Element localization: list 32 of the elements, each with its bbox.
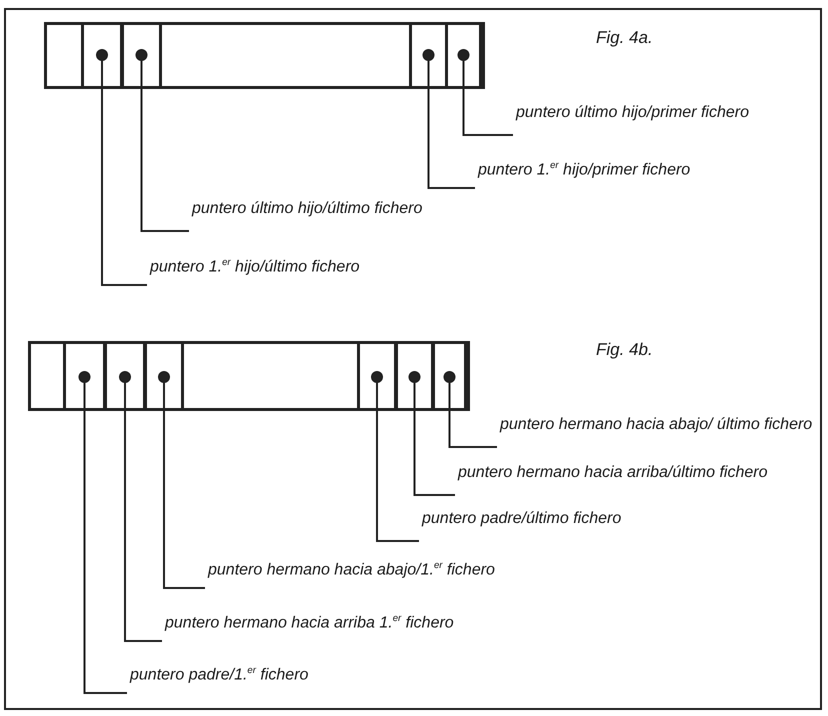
pointer-label: puntero 1.$^{er}$ hijo/primer fichero (478, 155, 690, 182)
pointer-field (432, 344, 467, 408)
figure-label: Fig. 4b. (596, 340, 653, 360)
pointer-label: puntero 1.$^{er}$ hijo/último fichero (150, 252, 360, 278)
pointer-label: puntero último hijo/primer fichero (516, 102, 749, 124)
leader-line (456, 48, 513, 136)
leader-line (422, 48, 475, 189)
pointer-field (63, 344, 106, 408)
leader-line (157, 370, 205, 589)
figure-label: Fig. 4a. (596, 28, 653, 48)
record-box (44, 22, 485, 89)
pointer-label: puntero hermano hacia abajo/ último fichero (500, 414, 812, 436)
pointer-field (104, 344, 146, 408)
leader-line (370, 370, 419, 542)
pointer-label: puntero hermano hacia arriba/último fichero (458, 462, 768, 484)
leader-line (95, 48, 147, 286)
pointer-field (357, 344, 397, 408)
pointer-field (395, 344, 434, 408)
leader-line (134, 48, 189, 232)
leader-line (78, 370, 127, 694)
record-box (28, 341, 470, 411)
pointer-label: puntero padre/último fichero (422, 508, 622, 530)
pointer-field (144, 344, 184, 408)
pointer-field (121, 25, 162, 86)
pointer-label: puntero hermano hacia abajo/1.$^{er}$ fichero (208, 555, 495, 582)
pointer-label: puntero padre/1.$^{er}$ fichero (130, 660, 308, 686)
pointer-field (81, 25, 123, 86)
pointer-label: puntero último hijo/último fichero (192, 198, 422, 220)
leader-line (118, 370, 162, 642)
leader-line (442, 370, 497, 448)
leader-line (408, 370, 455, 496)
pointer-label: puntero hermano hacia arriba 1.$^{er}$ fichero (165, 608, 454, 634)
